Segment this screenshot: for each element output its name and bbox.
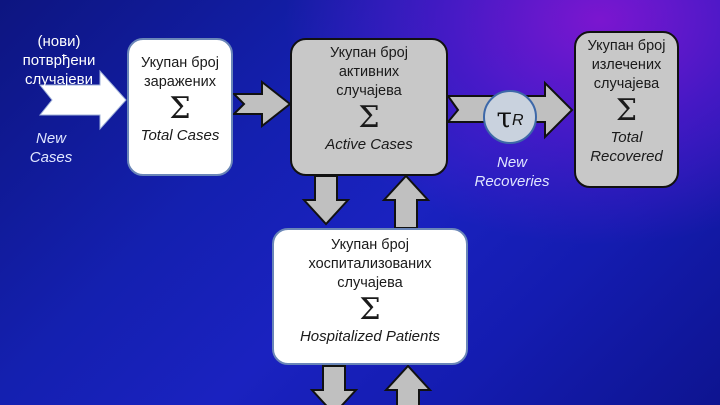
rate-subscript: R	[511, 112, 524, 129]
sum-icon: Σ	[615, 93, 638, 128]
input-label-line: New	[35, 130, 66, 147]
sum-icon: Σ	[358, 100, 380, 135]
arrow-total-to-active	[231, 79, 292, 129]
input-label-line: случајеви	[25, 71, 93, 88]
node-title-sr: Укупан број	[587, 38, 666, 54]
input-label-line: Cases	[29, 149, 73, 166]
tau-icon: τ	[496, 100, 512, 134]
node-title-en: Total Cases	[140, 127, 220, 144]
node-title-sr: хоспитализованих	[308, 256, 432, 272]
input-label-sr: (нови) потврђени случајеви	[14, 32, 104, 89]
node-title-sr: излечених	[591, 57, 662, 73]
arrow-hospitalized-to-active	[381, 174, 431, 229]
node-title-sr: Укупан број	[330, 45, 408, 61]
sum-icon: Σ	[169, 91, 191, 126]
arrow-active-to-hospitalized	[301, 175, 351, 226]
node-title-en: Recovered	[590, 148, 663, 165]
node-title-sr: случајева	[337, 275, 403, 291]
node-total-recovered[interactable]: Укупан број излечених случајева Σ Total …	[574, 31, 679, 188]
input-label-line: потврђени	[22, 52, 96, 69]
node-title-en: Total	[610, 129, 643, 146]
node-title-sr: заражених	[144, 74, 216, 90]
node-title-en: Hospitalized Patients	[299, 328, 441, 345]
rate-label: New Recoveries	[462, 153, 562, 191]
node-title-sr: активних	[338, 64, 400, 80]
node-active-cases[interactable]: Укупан број активних случајева Σ Active …	[290, 38, 448, 176]
input-label-line: (нови)	[37, 33, 81, 50]
arrow-hospitalized-up	[383, 364, 433, 405]
sum-icon: Σ	[359, 292, 381, 327]
rate-label-line: Recoveries	[474, 173, 550, 190]
node-total-cases[interactable]: Укупан број заражених Σ Total Cases	[127, 38, 233, 176]
node-hospitalized[interactable]: Укупан број хоспитализованих случајева Σ…	[272, 228, 468, 365]
node-title-sr: случајева	[593, 76, 660, 92]
arrow-hospitalized-down	[309, 365, 359, 405]
rate-label-line: New	[496, 154, 527, 171]
input-arrow	[38, 69, 127, 131]
input-label-en: New Cases	[14, 129, 88, 167]
node-title-sr: Укупан број	[331, 237, 409, 253]
node-title-sr: случајева	[336, 83, 402, 99]
node-title-sr: Укупан број	[141, 55, 219, 71]
node-title-en: Active Cases	[325, 136, 413, 153]
